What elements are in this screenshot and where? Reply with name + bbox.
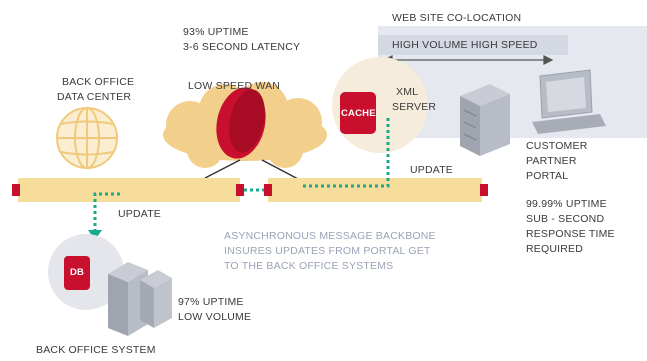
globe-icon: [56, 107, 118, 169]
server-label: SERVER: [392, 101, 437, 113]
laptop-icon: [532, 69, 606, 134]
backbone-line-3: TO THE BACK OFFICE SYSTEMS: [224, 260, 394, 272]
backbone-joint-b: [264, 184, 272, 196]
backbone-bar-right: [268, 178, 482, 202]
portal-sla-2: SUB - SECOND: [526, 213, 605, 225]
db-box: [64, 256, 90, 290]
back-office-system-label: BACK OFFICE SYSTEM: [36, 344, 156, 356]
update-arrow-head: [88, 230, 102, 240]
backoffice-uptime-label: 97% UPTIME: [178, 296, 244, 308]
uptime-93-label: 93% UPTIME: [183, 26, 249, 38]
update-path-top: [300, 118, 390, 188]
portal-line-1: CUSTOMER: [526, 140, 588, 152]
update-path-left: [93, 192, 120, 232]
high-volume-band: [378, 35, 568, 55]
back-office-server-icon: [108, 262, 172, 336]
backoffice-volume-label: LOW VOLUME: [178, 311, 252, 323]
backbone-endcap-left: [12, 184, 20, 196]
portal-sla-3: RESPONSE TIME: [526, 228, 615, 240]
portal-line-3: PORTAL: [526, 170, 569, 182]
wan-link-left: [204, 159, 241, 179]
portal-line-2: PARTNER: [526, 155, 577, 167]
backbone-line-1: ASYNCHRONOUS MESSAGE BACKBONE: [224, 230, 436, 242]
update-left-label: UPDATE: [118, 208, 162, 220]
web-server-icon: [460, 84, 510, 156]
web-site-colocation-label: WEB SITE CO-LOCATION: [392, 12, 522, 24]
portal-sla-1: 99.99% UPTIME: [526, 198, 607, 210]
cache-label: CACHE: [341, 108, 376, 119]
xml-label: XML: [396, 86, 419, 98]
cache-box: [340, 92, 376, 134]
high-volume-label: HIGH VOLUME HIGH SPEED: [392, 39, 538, 51]
backbone-bar-left: [18, 178, 240, 202]
backbone-endcap-right: [480, 184, 488, 196]
wan-disc-icon: [216, 87, 266, 159]
update-top-label: UPDATE: [410, 164, 454, 176]
backbone-joint-a: [236, 184, 244, 196]
backbone-line-2: INSURES UPDATES FROM PORTAL GET: [224, 245, 431, 257]
back-office-label: BACK OFFICE: [62, 76, 135, 88]
data-center-label: DATA CENTER: [57, 91, 132, 103]
latency-label: 3-6 SECOND LATENCY: [183, 41, 301, 53]
low-speed-wan-label: LOW SPEED WAN: [188, 80, 281, 92]
db-label: DB: [70, 267, 85, 278]
portal-sla-4: REQUIRED: [526, 243, 584, 255]
wan-link-right: [261, 159, 301, 181]
